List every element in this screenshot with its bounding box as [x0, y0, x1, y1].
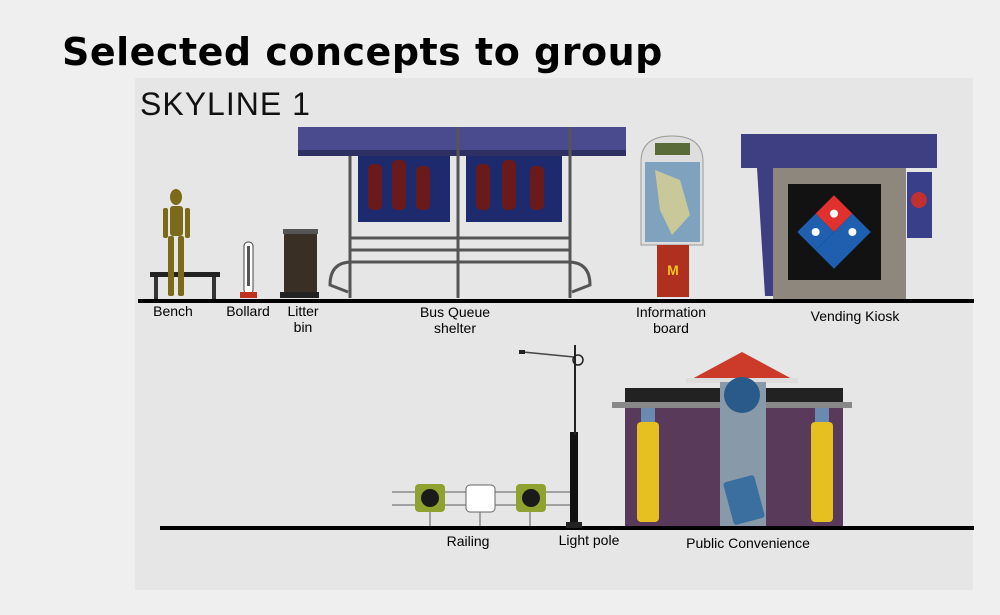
label-railing: Railing — [446, 533, 490, 549]
bus-queue-shelter — [298, 127, 626, 298]
skyline-heading: SKYLINE 1 — [140, 86, 311, 122]
bench — [150, 189, 220, 299]
label-public-convenience: Public Convenience — [686, 535, 810, 551]
light-pole — [519, 345, 584, 528]
figure — [163, 189, 190, 296]
railing — [392, 484, 570, 526]
information-board: M — [640, 135, 704, 297]
label-litter-bin: Litter bin — [287, 303, 319, 335]
slide-title: Selected concepts to group — [62, 30, 663, 74]
dominos-logo — [797, 195, 871, 269]
label-vending-kiosk: Vending Kiosk — [810, 308, 900, 324]
label-information-board: Information board — [635, 304, 707, 336]
ground-line-top — [138, 299, 974, 303]
svg-text:M: M — [667, 262, 679, 278]
label-bench: Bench — [153, 303, 193, 319]
label-bus-queue-shelter: Bus Queue shelter — [419, 304, 491, 336]
vending-kiosk — [741, 134, 937, 299]
litter-bin — [280, 229, 319, 298]
label-light-pole: Light pole — [558, 532, 620, 548]
public-convenience — [612, 352, 852, 526]
label-bollard: Bollard — [226, 303, 270, 319]
bollard — [240, 241, 257, 298]
